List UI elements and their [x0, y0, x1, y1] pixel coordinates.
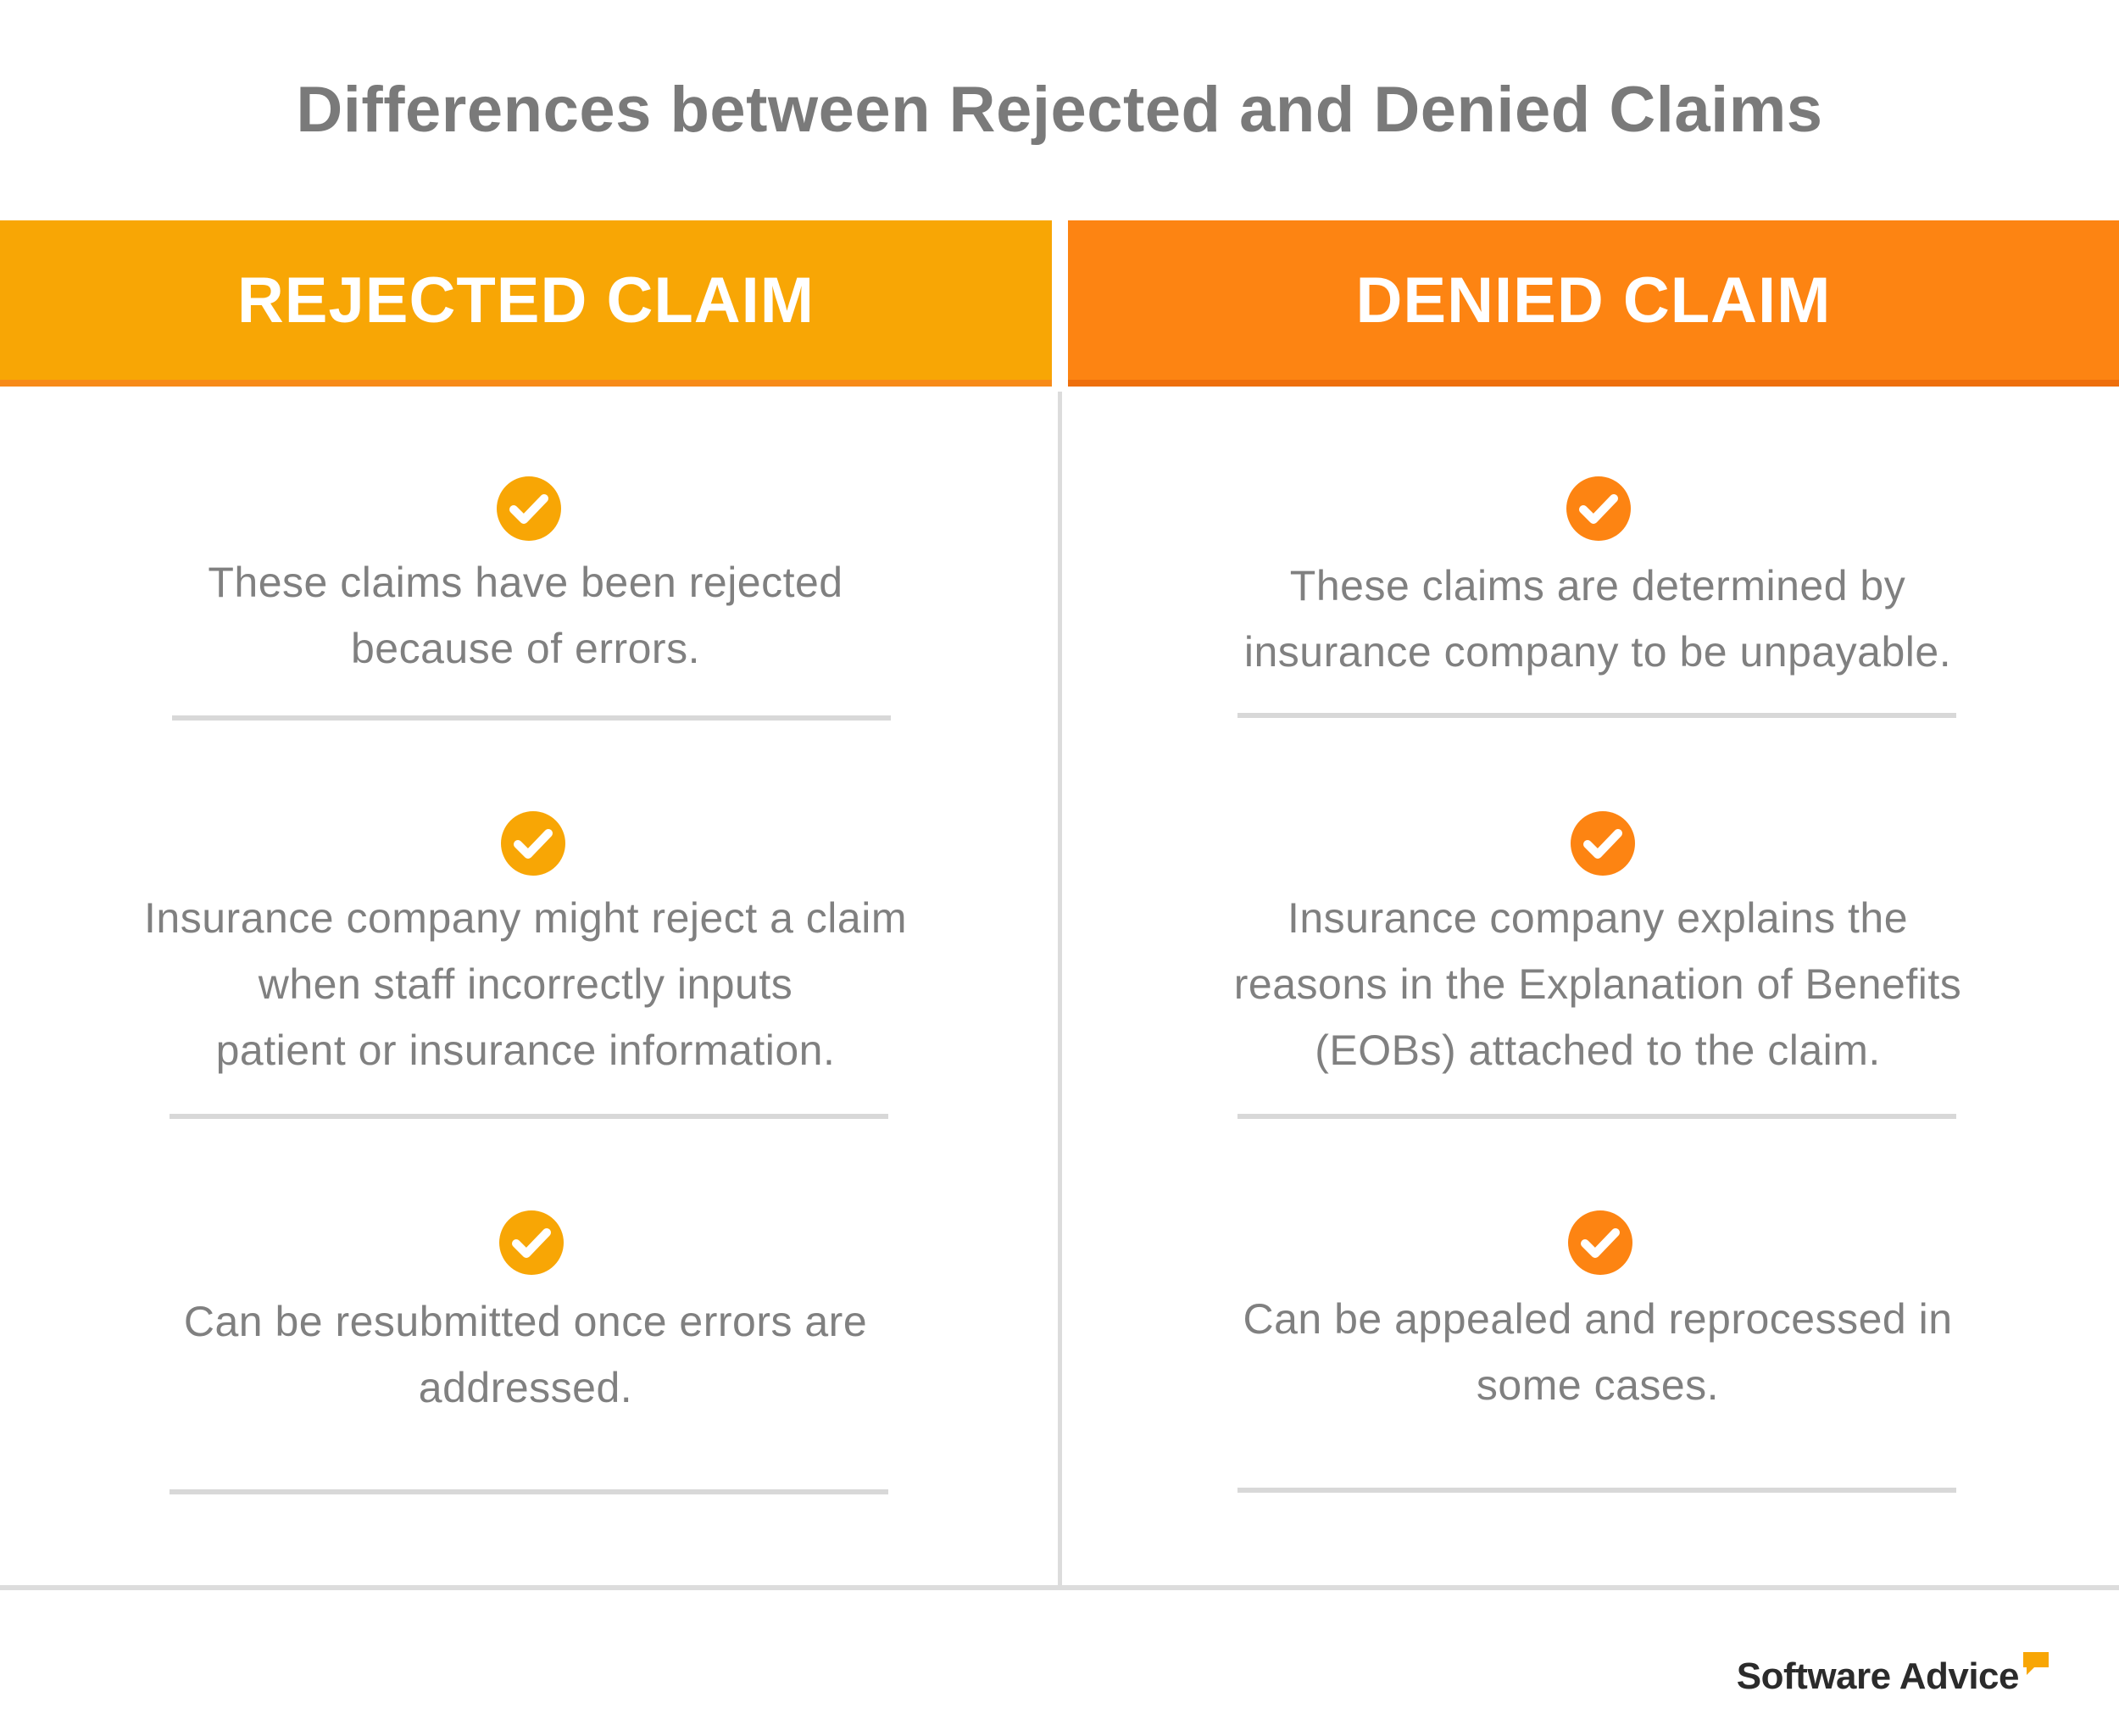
- rejected-item-2-separator: [170, 1114, 888, 1119]
- text-line: (EOBs) attached to the claim.: [1315, 1027, 1881, 1074]
- denied-item-1-text: These claims are determined by insurance…: [1119, 553, 2077, 685]
- text-line: Can be appealed and reprocessed in: [1243, 1295, 1953, 1343]
- check-circle-icon: [1568, 1210, 1632, 1275]
- text-line: reasons in the Explanation of Benefits: [1233, 960, 1962, 1008]
- denied-item-1-separator: [1237, 713, 1956, 718]
- text-line: Insurance company explains the: [1287, 894, 1909, 942]
- check-circle-icon: [501, 811, 565, 876]
- text-line: some cases.: [1476, 1361, 1720, 1409]
- check-circle-icon: [497, 476, 561, 541]
- text-line: addressed.: [418, 1364, 633, 1411]
- denied-item-3-text: Can be appealed and reprocessed in some …: [1119, 1286, 2077, 1418]
- text-line: when staff incorrectly inputs: [258, 960, 793, 1008]
- rejected-item-2-text: Insurance company might reject a claim w…: [51, 885, 1000, 1083]
- logo-text: Software Advice: [1736, 1655, 2020, 1697]
- check-circle-icon: [499, 1210, 564, 1275]
- text-line: because of errors.: [351, 625, 700, 672]
- text-line: Insurance company might reject a claim: [144, 894, 907, 942]
- rejected-claim-header: REJECTED CLAIM: [0, 220, 1052, 387]
- software-advice-logo: Software Advice: [1737, 1651, 2051, 1702]
- column-divider: [1058, 392, 1062, 1587]
- speech-bubble-icon: [2023, 1652, 2049, 1675]
- text-line: patient or insurance information.: [215, 1027, 836, 1074]
- denied-item-2-separator: [1237, 1114, 1956, 1119]
- rejected-item-1-separator: [172, 715, 891, 721]
- check-circle-icon: [1571, 811, 1635, 876]
- rejected-item-3-separator: [170, 1489, 888, 1494]
- check-circle-icon: [1566, 476, 1631, 541]
- page-title: Differences between Rejected and Denied …: [296, 74, 1823, 146]
- denied-item-3-separator: [1237, 1488, 1956, 1493]
- denied-item-2-text: Insurance company explains the reasons i…: [1119, 885, 2077, 1083]
- rejected-item-3-text: Can be resubmitted once errors are addre…: [51, 1288, 1000, 1421]
- bottom-divider: [0, 1585, 2119, 1590]
- denied-claim-header: DENIED CLAIM: [1068, 220, 2119, 387]
- text-line: Can be resubmitted once errors are: [183, 1298, 868, 1345]
- text-line: These claims have been rejected: [208, 559, 843, 606]
- rejected-item-1-text: These claims have been rejected because …: [51, 549, 1000, 682]
- text-line: insurance company to be unpayable.: [1243, 628, 1952, 676]
- text-line: These claims are determined by: [1289, 562, 1906, 609]
